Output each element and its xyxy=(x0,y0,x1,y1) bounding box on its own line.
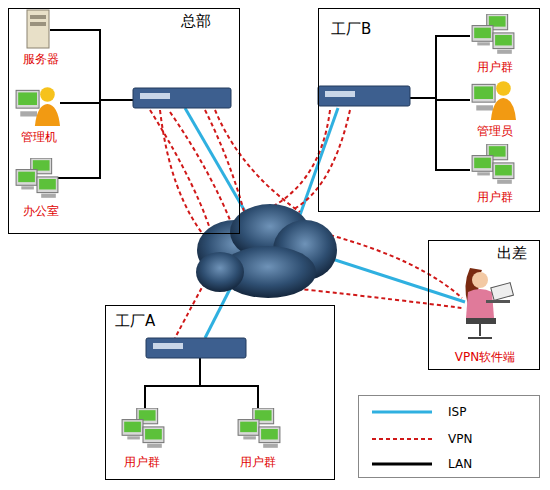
device-name: 服务器 xyxy=(13,51,69,67)
site-box: 出差 VPN软件端 xyxy=(428,240,540,370)
device-name: 办公室 xyxy=(13,203,69,219)
legend-text: LAN xyxy=(448,457,472,471)
device-label: 用户群 xyxy=(467,189,523,205)
site-heading: 出差 xyxy=(497,245,527,261)
admin-icon xyxy=(16,87,60,126)
device-label: 用户群 xyxy=(467,59,523,75)
pc-group-icon xyxy=(16,158,58,198)
device-label: 办公室 xyxy=(13,203,69,219)
site-heading: 总部 xyxy=(181,13,211,29)
site-box: 工厂A 用户群 用户群 xyxy=(105,305,335,480)
device-name: 管理员 xyxy=(467,123,523,139)
legend xyxy=(359,396,540,478)
device-name: 管理机 xyxy=(11,129,67,145)
legend-text: ISP xyxy=(448,405,466,419)
router xyxy=(133,86,410,358)
lan-wire xyxy=(50,30,470,410)
pc-group-icon xyxy=(122,408,164,448)
device-label: 用户群 xyxy=(230,454,286,470)
legend-text: VPN xyxy=(448,432,472,446)
site-heading: 工厂B xyxy=(331,21,371,37)
vpn-tunnel xyxy=(150,110,462,338)
device-label: 管理员 xyxy=(467,123,523,139)
traveler-icon xyxy=(465,268,513,338)
admin-icon xyxy=(472,81,516,120)
site-box: 总部服务器管理机办公室 xyxy=(8,8,240,234)
pc-group-icon xyxy=(472,144,514,184)
site-box: 工厂B用户群管理员用户群 xyxy=(318,8,540,212)
pc-group-icon xyxy=(472,14,514,54)
device-name: 用户群 xyxy=(467,59,523,75)
device-name: 用户群 xyxy=(467,189,523,205)
pc-group-icon xyxy=(238,408,280,448)
device-label: VPN软件端 xyxy=(443,349,527,365)
device-name: 用户群 xyxy=(230,454,286,470)
device-label: 服务器 xyxy=(13,51,69,67)
site-heading: 工厂A xyxy=(115,313,155,329)
device-name: 用户群 xyxy=(114,454,170,470)
device-name: VPN软件端 xyxy=(443,349,527,365)
device-label: 用户群 xyxy=(114,454,170,470)
internet-cloud xyxy=(196,204,337,298)
server-icon xyxy=(27,10,49,48)
device-label: 管理机 xyxy=(11,129,67,145)
